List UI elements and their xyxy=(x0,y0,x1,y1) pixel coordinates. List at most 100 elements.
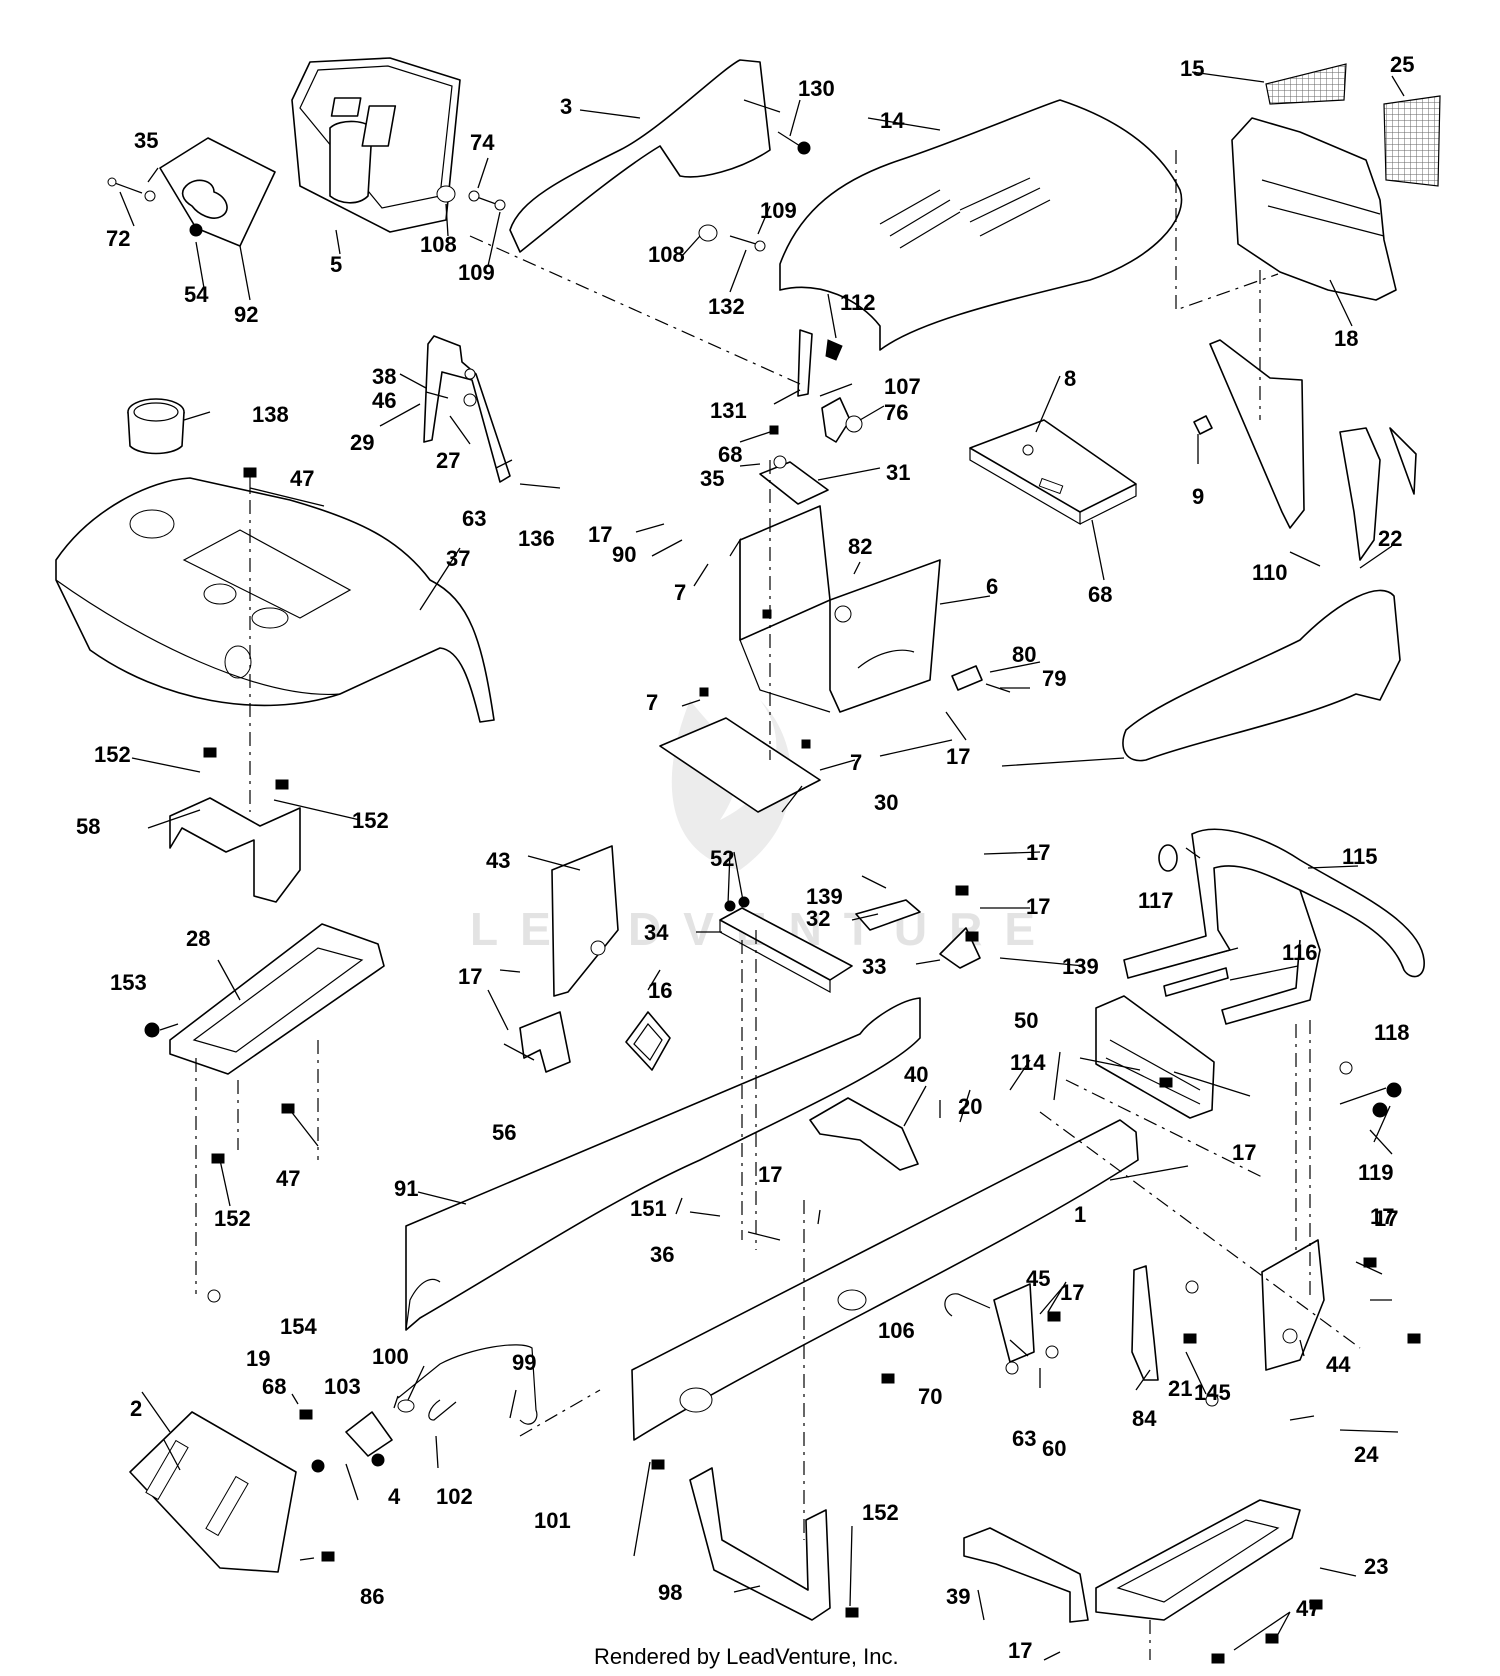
callout-7a: 7 xyxy=(674,580,686,605)
callout-79: 79 xyxy=(1042,666,1066,691)
callout-37: 37 xyxy=(446,546,470,571)
callout-17d: 17 xyxy=(1026,894,1050,919)
part-dash-panel-3 xyxy=(509,59,781,253)
callout-107: 107 xyxy=(884,374,921,399)
part-cup-holder-138 xyxy=(127,398,185,455)
callout-17i: 17 xyxy=(1060,1280,1084,1305)
callout-92: 92 xyxy=(234,302,258,327)
part-tube-115 xyxy=(1123,828,1425,1025)
callout-117: 117 xyxy=(1138,888,1174,913)
callout-103: 103 xyxy=(324,1374,361,1399)
callout-136: 136 xyxy=(518,526,555,551)
callout-116: 116 xyxy=(1282,940,1318,965)
callout-91: 91 xyxy=(394,1176,418,1201)
callout-31: 31 xyxy=(886,460,910,485)
part-hardware-132 xyxy=(698,224,766,252)
callout-101: 101 xyxy=(534,1508,571,1533)
part-bracket-44 xyxy=(1261,1239,1325,1371)
callout-21: 21 xyxy=(1168,1376,1192,1401)
part-strap-116 xyxy=(1163,967,1229,997)
callout-102: 102 xyxy=(436,1484,473,1509)
callout-109b: 109 xyxy=(760,198,797,223)
part-bolt-130 xyxy=(777,131,811,155)
callout-17b: 17 xyxy=(946,744,970,769)
callout-115: 115 xyxy=(1342,844,1378,869)
part-screen-25 xyxy=(1383,95,1441,187)
part-fender-37 xyxy=(55,477,495,723)
callout-54: 54 xyxy=(184,282,209,307)
callout-72: 72 xyxy=(106,226,130,251)
callout-154: 154 xyxy=(280,1314,317,1339)
callout-109: 109 xyxy=(458,260,495,285)
callout-152c: 152 xyxy=(214,1206,251,1231)
callout-139b: 139 xyxy=(1062,954,1099,979)
part-seat-pan-6 xyxy=(729,505,941,713)
callout-138: 138 xyxy=(252,402,289,427)
callout-132: 132 xyxy=(708,294,745,319)
callout-15: 15 xyxy=(1180,56,1204,81)
callout-5: 5 xyxy=(330,252,342,277)
part-bracket-50 xyxy=(1095,995,1215,1119)
callout-17e: 17 xyxy=(458,964,482,989)
callout-63b: 63 xyxy=(1012,1426,1036,1451)
callout-29: 29 xyxy=(350,430,374,455)
part-bracket-39 xyxy=(963,1527,1089,1623)
part-grille-18 xyxy=(1231,117,1397,301)
callout-39: 39 xyxy=(946,1584,970,1609)
callout-14: 14 xyxy=(880,108,905,133)
callout-35: 35 xyxy=(134,128,158,153)
callout-50: 50 xyxy=(1014,1008,1038,1033)
part-plate-30 xyxy=(659,717,821,813)
callout-19: 19 xyxy=(246,1346,270,1371)
part-frame-rail-1 xyxy=(631,1119,1139,1441)
callout-80: 80 xyxy=(1012,642,1036,667)
callout-47c: 47 xyxy=(1296,1596,1320,1621)
part-console-5 xyxy=(291,57,461,233)
part-hardware-74 xyxy=(436,185,506,211)
callout-112: 112 xyxy=(840,290,876,315)
callouts: 35 72 54 92 5 108 74 109 3 130 14 15 25 … xyxy=(76,52,1414,1663)
callout-100: 100 xyxy=(372,1344,409,1369)
callout-47b: 47 xyxy=(276,1166,300,1191)
callout-151: 151 xyxy=(630,1196,667,1221)
callout-7c: 7 xyxy=(850,750,862,775)
callout-38: 38 xyxy=(372,364,396,389)
part-bracket-40 xyxy=(809,1097,919,1171)
part-hitch-70 xyxy=(944,1283,1035,1363)
callout-3: 3 xyxy=(560,94,572,119)
part-lever-99 xyxy=(397,1344,538,1425)
callout-17k: 17 xyxy=(1008,1638,1032,1663)
callout-131: 131 xyxy=(710,398,747,423)
part-cover-plate-92 xyxy=(159,137,276,247)
callout-114: 114 xyxy=(1010,1050,1046,1075)
part-screw-72 xyxy=(107,177,156,202)
callout-20: 20 xyxy=(958,1094,982,1119)
callout-86: 86 xyxy=(360,1584,384,1609)
callout-68c: 68 xyxy=(262,1374,286,1399)
callout-84: 84 xyxy=(1132,1406,1157,1431)
part-grommet-16 xyxy=(625,1011,671,1071)
callout-139a: 139 xyxy=(806,884,843,909)
callout-17h: 17 xyxy=(758,1162,782,1187)
part-bracket-56 xyxy=(519,1011,571,1073)
part-bumper-22 xyxy=(1122,589,1401,762)
part-bracket-32 xyxy=(855,899,921,931)
callout-30: 30 xyxy=(874,790,898,815)
part-pin-80 xyxy=(951,665,1011,693)
callout-33: 33 xyxy=(862,954,886,979)
callout-119: 119 xyxy=(1358,1160,1394,1185)
callout-24: 24 xyxy=(1354,1442,1379,1467)
callout-28: 28 xyxy=(186,926,210,951)
callout-2: 2 xyxy=(130,1396,142,1421)
part-bracket-84 xyxy=(1131,1265,1159,1381)
callout-90: 90 xyxy=(612,542,636,567)
callout-108: 108 xyxy=(420,232,457,257)
callout-98: 98 xyxy=(658,1580,682,1605)
leader-lines xyxy=(119,71,1405,1661)
callout-145: 145 xyxy=(1194,1380,1231,1405)
callout-68b: 68 xyxy=(1088,582,1112,607)
callout-32: 32 xyxy=(806,906,830,931)
part-battery-tray-8 xyxy=(969,419,1137,526)
callout-35b: 35 xyxy=(700,466,724,491)
